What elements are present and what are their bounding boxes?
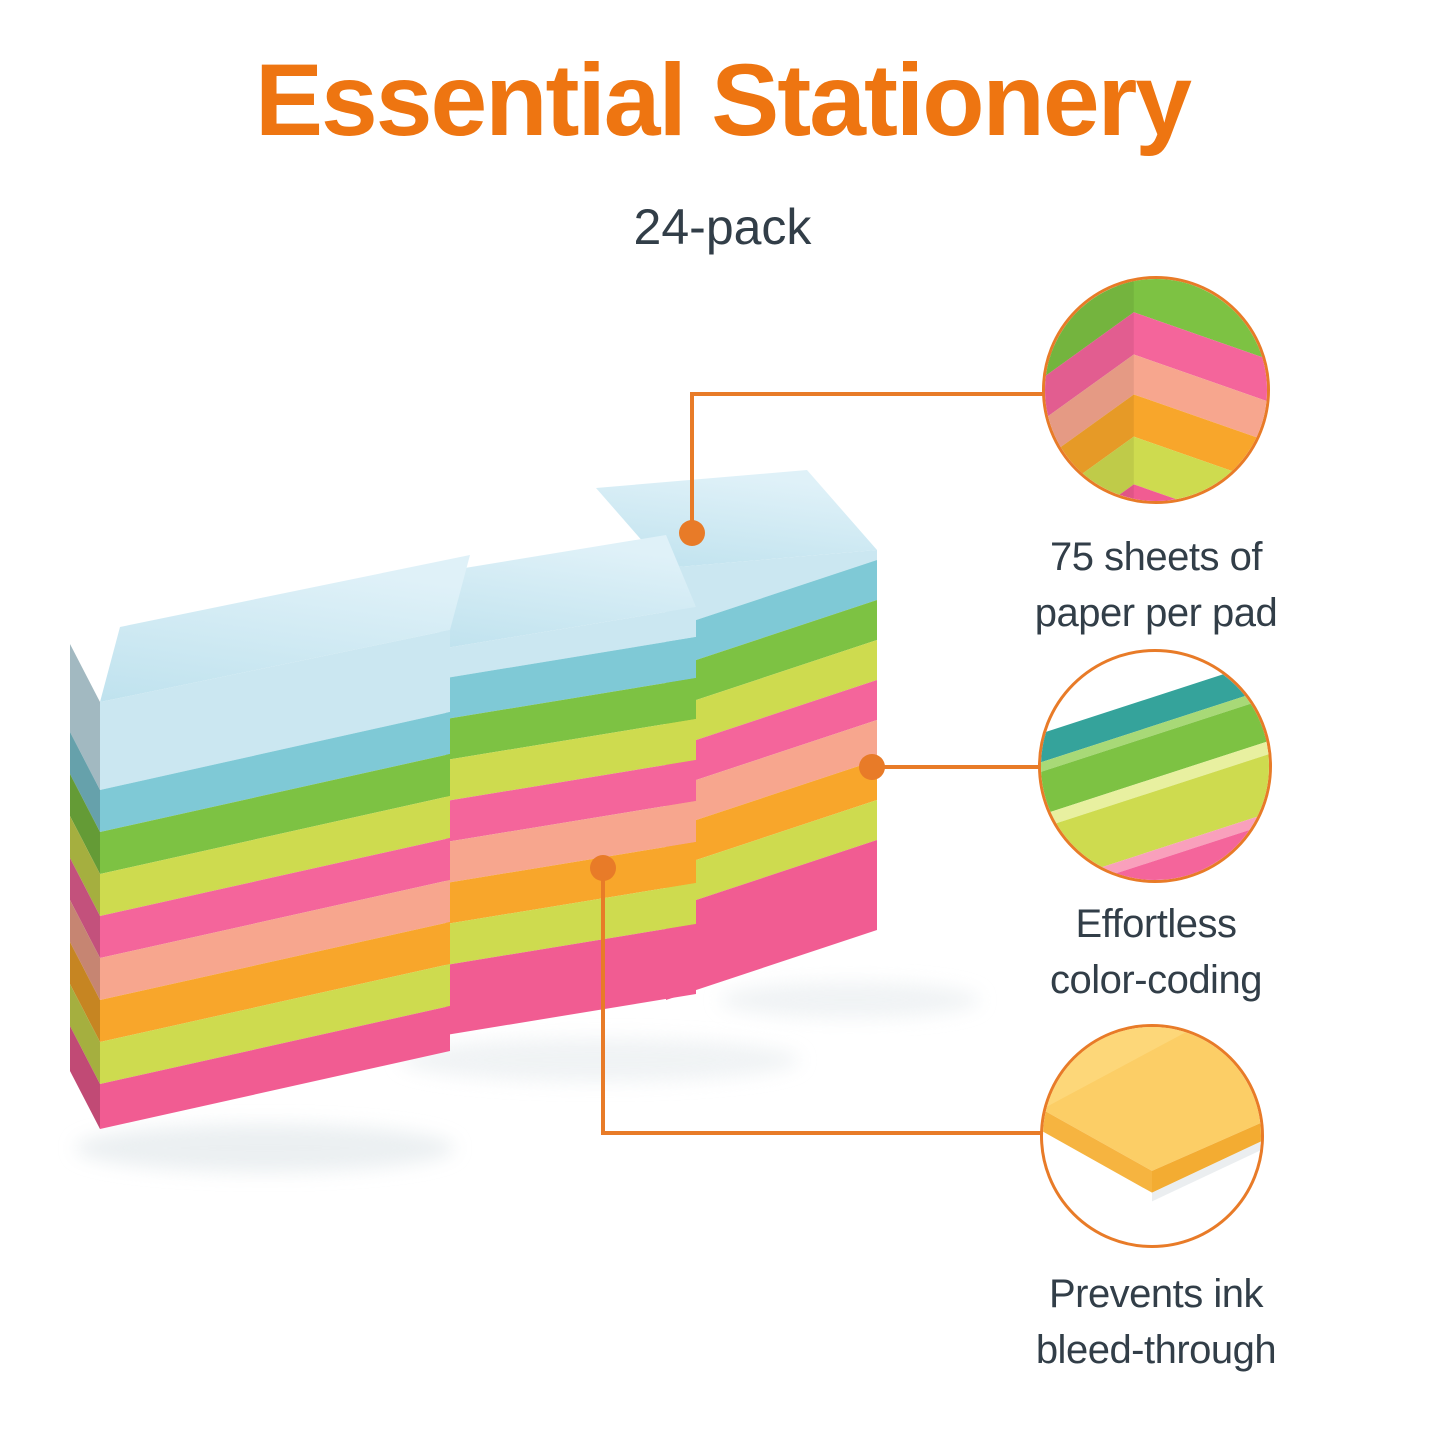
caption-sheets-line2: paper per pad (1034, 591, 1278, 635)
callout-circle-sheets (1042, 276, 1270, 504)
caption-color-line1: Effortless (1075, 902, 1238, 946)
yellow-pad-corner-closeup (1043, 1027, 1261, 1202)
subtitle: 24-pack (633, 199, 812, 255)
caption-color-line2: color-coding (1050, 958, 1262, 1002)
caption-bleed-line2: bleed-through (1035, 1328, 1277, 1372)
sticky-pad-corner-closeup (1045, 279, 1267, 501)
caption-color-coding: Effortless color-coding (946, 896, 1366, 1008)
caption-sheets: 75 sheets of paper per pad (946, 529, 1366, 641)
caption-sheets-line1: 75 sheets of (1050, 535, 1262, 579)
callout-circle-bleed (1040, 1024, 1264, 1248)
page-title: Essential Stationery (254, 43, 1192, 157)
caption-bleed-line1: Prevents ink (1048, 1272, 1264, 1316)
caption-bleed: Prevents ink bleed-through (946, 1266, 1366, 1378)
callout-circle-color-coding (1038, 649, 1272, 883)
fanned-pads-closeup (1041, 652, 1269, 880)
